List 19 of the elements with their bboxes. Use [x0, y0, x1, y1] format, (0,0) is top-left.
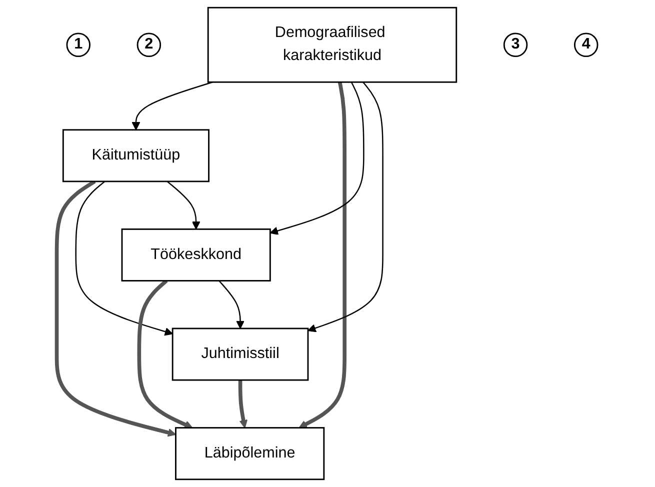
- node-box: Töökeskkond: [122, 228, 272, 282]
- node-circle: 2: [137, 32, 162, 58]
- arrow: [138, 279, 194, 429]
- arrow: [218, 280, 245, 329]
- arrow: [299, 82, 347, 428]
- node-circle: 1: [66, 32, 91, 58]
- arrow: [76, 180, 174, 336]
- arrow: [308, 82, 384, 332]
- node-box: Käitumistüüp: [62, 129, 210, 182]
- node-circle: 3: [504, 32, 528, 58]
- arrow: [55, 180, 176, 437]
- arrow: [238, 380, 248, 428]
- node-circle: 4: [574, 32, 599, 58]
- arrow: [167, 180, 201, 230]
- node-box: Läbipõlemine: [175, 427, 325, 480]
- node-box: Demograafilised karakteristikud: [208, 6, 458, 83]
- arrow: [270, 82, 365, 235]
- node-box: Juhtimisstiil: [172, 328, 310, 381]
- arrow: [132, 82, 214, 130]
